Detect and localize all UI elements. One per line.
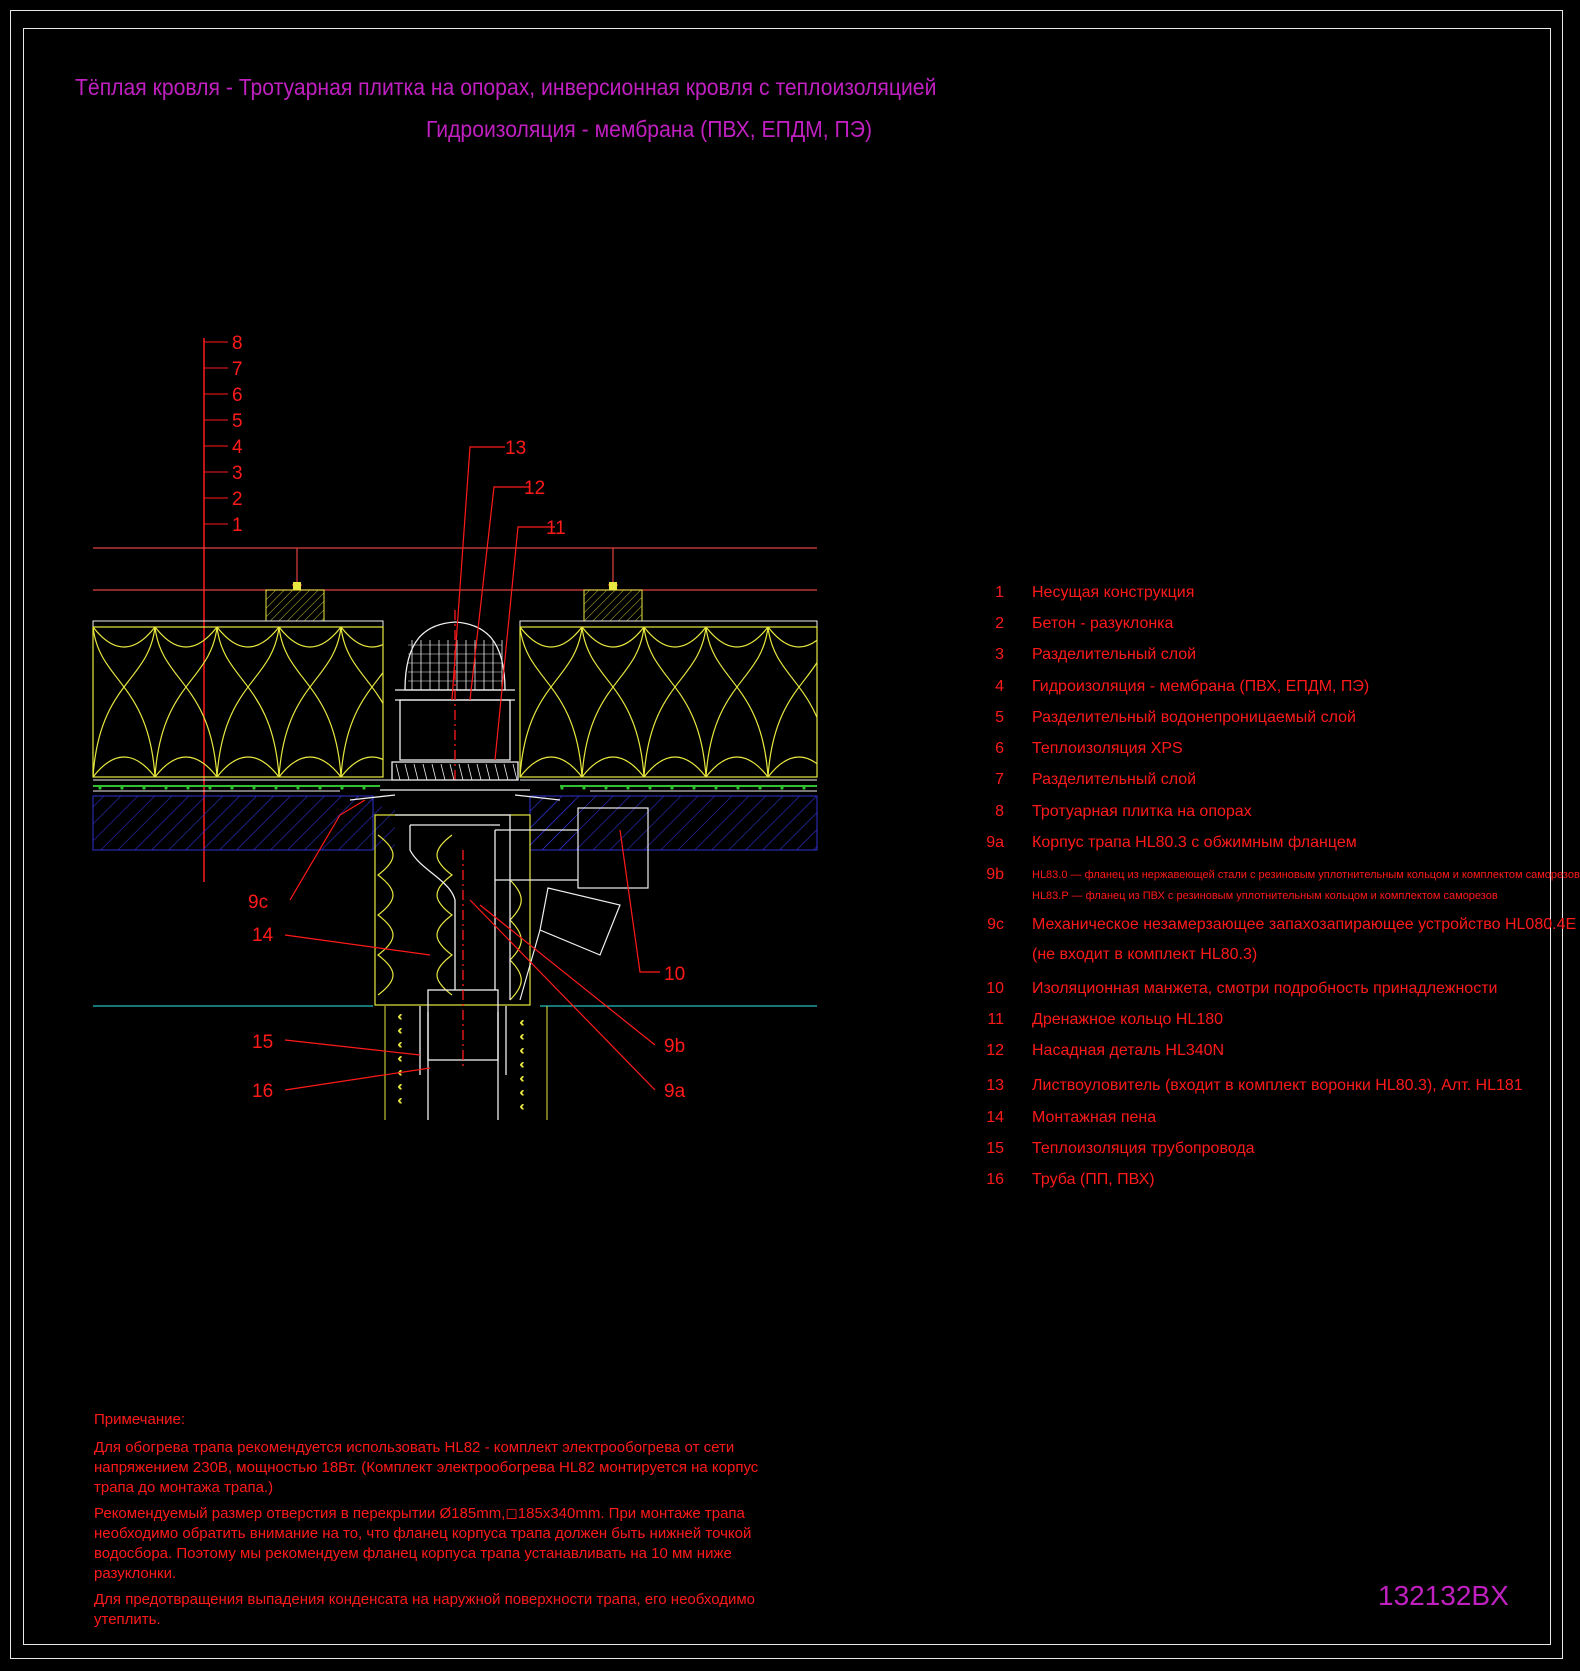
notes-heading: Примечание: — [94, 1411, 185, 1428]
xps-insulation — [92, 626, 818, 778]
callout-14: 14 — [252, 925, 274, 946]
drain-pipe — [419, 1006, 507, 1120]
svg-text:‹: ‹ — [520, 1073, 524, 1085]
drawing-title: Тёплая кровля - Тротуарная плитка на опо… — [75, 74, 937, 100]
legend-text: Разделительный водонепроницаемый слой — [1032, 709, 1356, 726]
svg-text:‹: ‹ — [520, 1045, 524, 1057]
layer-marker-5: 5 — [232, 411, 243, 432]
callout-9c: 9с — [248, 892, 268, 913]
layer-marker-labels: 8 7 6 5 4 3 2 1 — [232, 333, 243, 536]
legend-number: 5 — [995, 709, 1004, 726]
legend-number: 3 — [995, 646, 1004, 663]
legend-number: 16 — [986, 1171, 1004, 1188]
pipe-insulation: ‹‹‹‹‹‹‹‹‹‹‹‹‹‹ — [384, 1006, 548, 1120]
callout-9b: 9b — [664, 1036, 685, 1057]
legend-text: Дренажное кольцо HL180 — [1032, 1011, 1224, 1028]
layer-marker-3: 3 — [232, 463, 243, 484]
legend-text: Листвоуловитель (входит в комплект ворон… — [1032, 1077, 1523, 1094]
callout-11: 11 — [546, 518, 566, 539]
legend-number: 8 — [995, 803, 1004, 820]
drawing-frame-outer — [10, 10, 1563, 1659]
membrane-layers — [93, 779, 817, 792]
callout-15: 15 — [252, 1032, 273, 1053]
drain-side-outlet — [495, 807, 649, 1001]
legend-number: 12 — [986, 1042, 1004, 1059]
legend-number: 2 — [995, 615, 1004, 632]
svg-text:‹: ‹ — [520, 1059, 524, 1071]
note-paragraph: Рекомендуемый размер отверстия в перекры… — [94, 1505, 752, 1582]
drain-body — [395, 814, 511, 1070]
svg-text:‹: ‹ — [520, 1031, 524, 1043]
drawing-subtitle: Гидроизоляция - мембрана (ПВХ, ЕПДМ, ПЭ) — [426, 116, 872, 142]
legend-text: Изоляционная манжета, смотри подробность… — [1032, 980, 1498, 997]
legend-text: Монтажная пена — [1032, 1109, 1157, 1126]
legend-text-continued: (не входит в комплект HL80.3) — [1032, 946, 1258, 963]
note-paragraph: Для обогрева трапа рекомендуется использ… — [94, 1439, 759, 1496]
callout-leaders — [284, 446, 660, 1091]
legend-number: 6 — [995, 740, 1004, 757]
legend-text-continued: HL83.P — фланец из ПВХ с резиновым уплот… — [1032, 890, 1498, 902]
callout-16: 16 — [252, 1081, 273, 1102]
paving-tiles — [93, 547, 817, 591]
svg-text:‹: ‹ — [398, 1011, 402, 1023]
layer-marker-1: 1 — [232, 515, 243, 536]
tile-pedestals — [265, 582, 643, 622]
legend-number: 9a — [986, 834, 1004, 851]
callout-13: 13 — [505, 438, 526, 459]
legend-text: Бетон - разуклонка — [1032, 615, 1174, 632]
layer-marker-6: 6 — [232, 385, 243, 406]
legend-number: 4 — [995, 678, 1004, 695]
legend-text: Теплоизоляция трубопровода — [1032, 1140, 1255, 1157]
legend-text: Насадная деталь HL340N — [1032, 1042, 1225, 1059]
callout-9a: 9a — [664, 1081, 686, 1102]
legend-text: HL83.0 — фланец из нержавеющей стали с р… — [1032, 869, 1580, 881]
legend-text: Разделительный слой — [1032, 646, 1197, 663]
layer-marker-8: 8 — [232, 333, 243, 354]
legend-number: 9c — [987, 916, 1004, 933]
legend-number: 15 — [986, 1140, 1004, 1157]
legend-number: 10 — [986, 980, 1004, 997]
svg-text:‹: ‹ — [520, 1017, 524, 1029]
legend-number: 13 — [986, 1077, 1004, 1094]
legend-number: 1 — [995, 584, 1004, 601]
legend-text: Механическое незамерзающее запахозапираю… — [1032, 916, 1577, 933]
legend-text: Гидроизоляция - мембрана (ПВХ, ЕПДМ, ПЭ) — [1032, 678, 1370, 695]
svg-text:‹: ‹ — [520, 1101, 524, 1113]
mounting-foam — [374, 814, 531, 1006]
layer-marker-2: 2 — [232, 489, 243, 510]
svg-text:‹: ‹ — [398, 1081, 402, 1093]
svg-text:‹: ‹ — [398, 1025, 402, 1037]
drawing-code: 132132BX — [1378, 1580, 1509, 1611]
layer-marker-7: 7 — [232, 359, 243, 380]
drainage-ring — [349, 761, 561, 801]
callout-12: 12 — [524, 478, 545, 499]
svg-text:‹: ‹ — [520, 1087, 524, 1099]
legend-text: Разделительный слой — [1032, 771, 1197, 788]
layer-marker-4: 4 — [232, 437, 243, 458]
svg-text:‹: ‹ — [398, 1039, 402, 1051]
concrete-screed — [92, 795, 818, 851]
legend-number: 7 — [995, 771, 1004, 788]
legend-text: Труба (ПП, ПВХ) — [1032, 1171, 1155, 1188]
leaf-strainer — [395, 610, 515, 780]
legend-number: 14 — [986, 1109, 1004, 1126]
legend-text: Тротуарная плитка на опорах — [1032, 803, 1252, 820]
legend-number: 11 — [987, 1011, 1004, 1028]
legend-text: Теплоизоляция XPS — [1032, 740, 1183, 757]
svg-text:‹: ‹ — [398, 1053, 402, 1065]
legend-text: Корпус трапа HL80.3 с обжимным фланцем — [1032, 834, 1357, 851]
legend-number: 9b — [986, 866, 1004, 883]
note-paragraph: Для предотвращения выпадения конденсата … — [94, 1591, 755, 1628]
drawing-frame-inner — [23, 28, 1551, 1645]
legend-text: Несущая конструкция — [1032, 584, 1195, 601]
callout-10: 10 — [664, 964, 685, 985]
callout-labels: 13 12 11 9с 14 15 16 10 9b 9a — [248, 438, 686, 1102]
svg-text:‹: ‹ — [398, 1095, 402, 1107]
notes-block: Примечание: Для обогрева трапа рекоменду… — [94, 1410, 794, 1636]
